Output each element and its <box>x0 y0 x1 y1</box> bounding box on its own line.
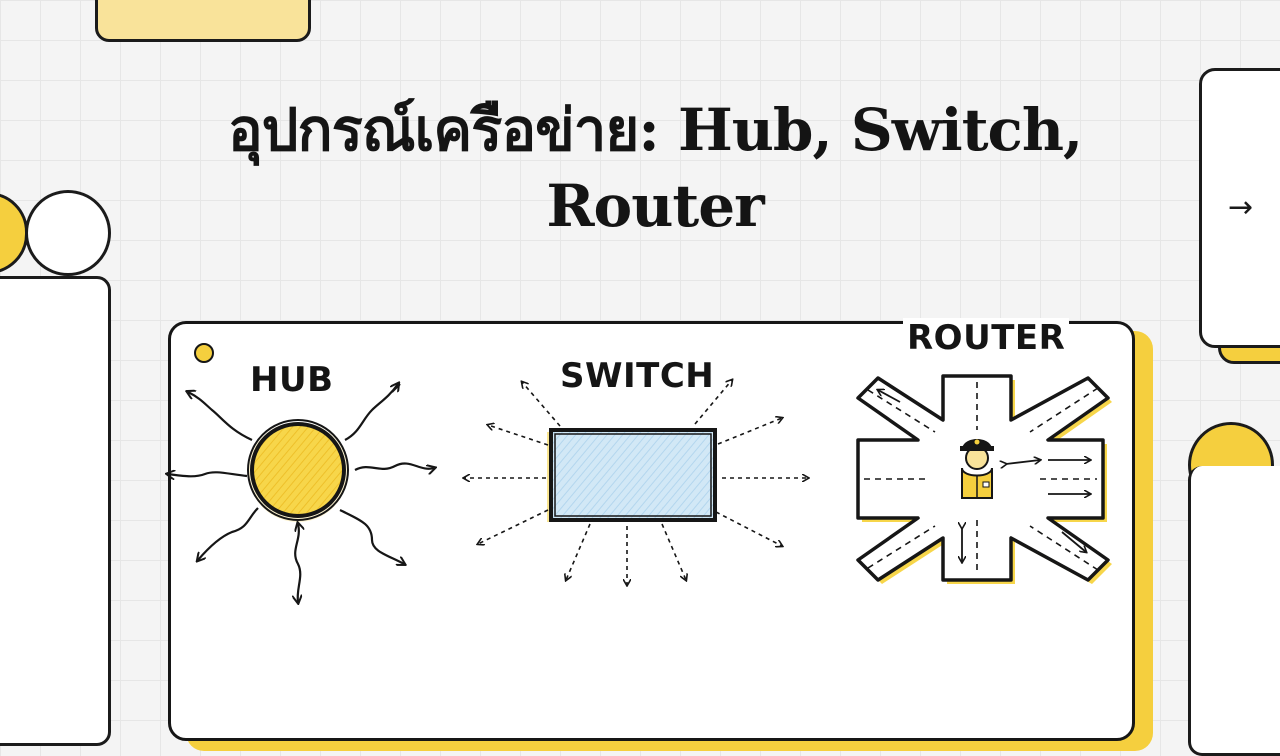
slide-title: อุปกรณ์เครือข่าย: Hub, Switch, Router <box>150 92 1160 244</box>
title-line-2: Router <box>546 172 764 240</box>
switch-label: SWITCH <box>560 356 715 396</box>
traffic-officer-icon <box>960 439 994 499</box>
deco-white-card-left <box>0 276 111 746</box>
deco-white-card-right <box>1199 68 1280 348</box>
deco-yellow-tab-top <box>95 0 311 42</box>
title-line-1: อุปกรณ์เครือข่าย: Hub, Switch, <box>227 96 1083 164</box>
sun-hub-icon <box>168 384 434 602</box>
hub-label: HUB <box>250 360 334 400</box>
panel-dot-icon <box>194 343 214 363</box>
switch-box-icon <box>464 380 808 585</box>
crossroads-router-icon <box>856 374 1112 584</box>
deco-white-circle-left <box>25 190 111 276</box>
devices-diagram <box>0 374 1112 720</box>
next-arrow-icon[interactable]: → <box>1228 190 1254 225</box>
router-label: ROUTER <box>903 318 1070 358</box>
